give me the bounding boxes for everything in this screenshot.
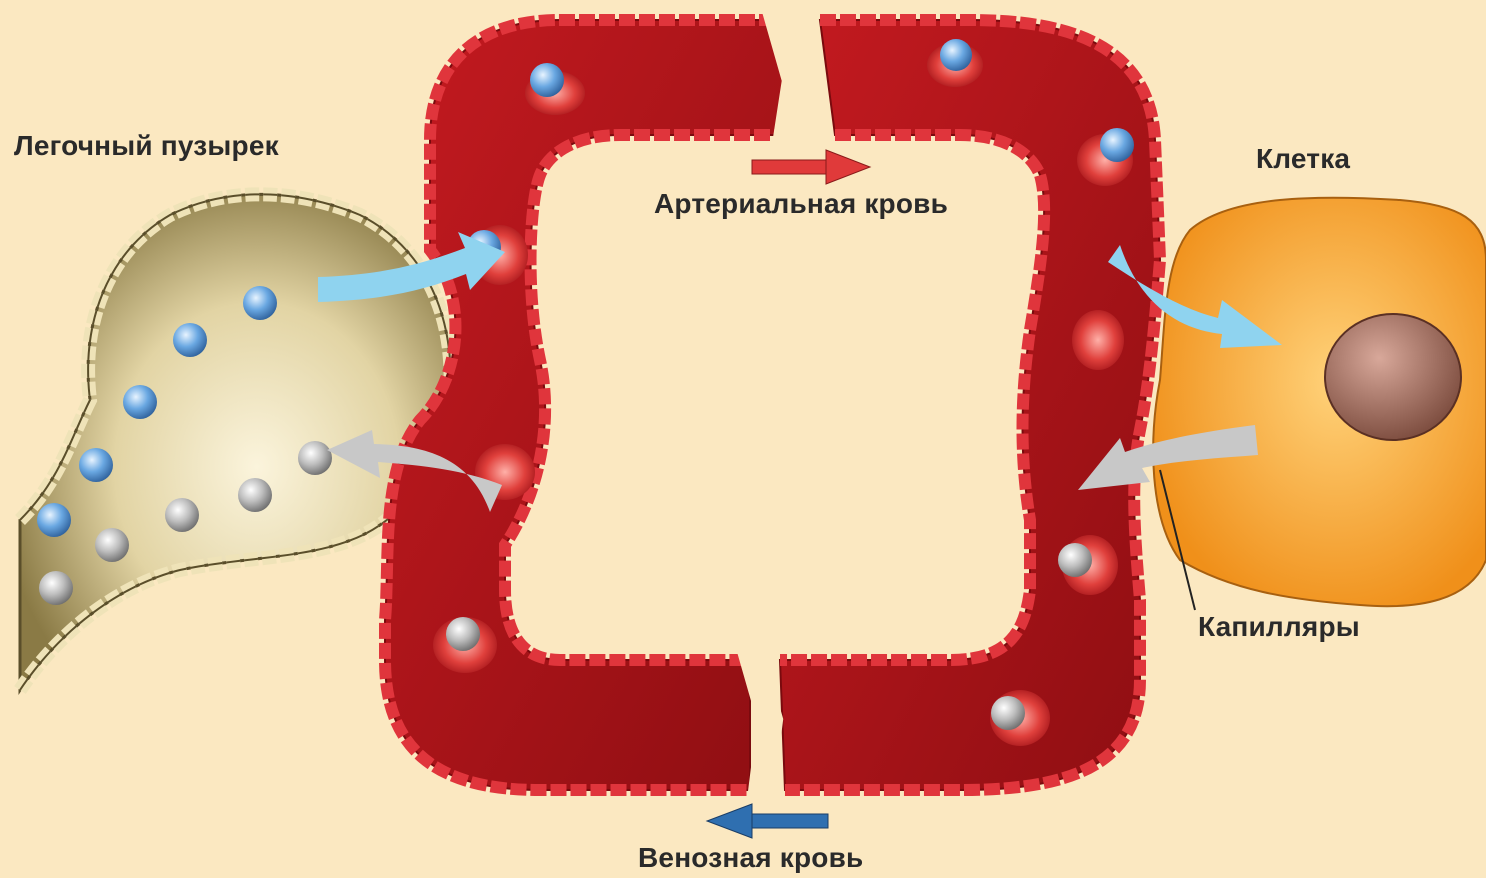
cell-label: Клетка <box>1256 143 1350 175</box>
arterial-blood-label: Артериальная кровь <box>654 188 948 220</box>
body-cell <box>1153 198 1486 607</box>
venous-flow-arrow <box>707 804 828 838</box>
cell-nucleus <box>1325 314 1461 440</box>
alveolus-label: Легочный пузырек <box>14 130 279 162</box>
capillary-vessel <box>385 10 1160 800</box>
arterial-flow-arrow <box>752 150 870 184</box>
capillaries-label: Капилляры <box>1198 611 1360 643</box>
venous-blood-label: Венозная кровь <box>638 842 863 874</box>
